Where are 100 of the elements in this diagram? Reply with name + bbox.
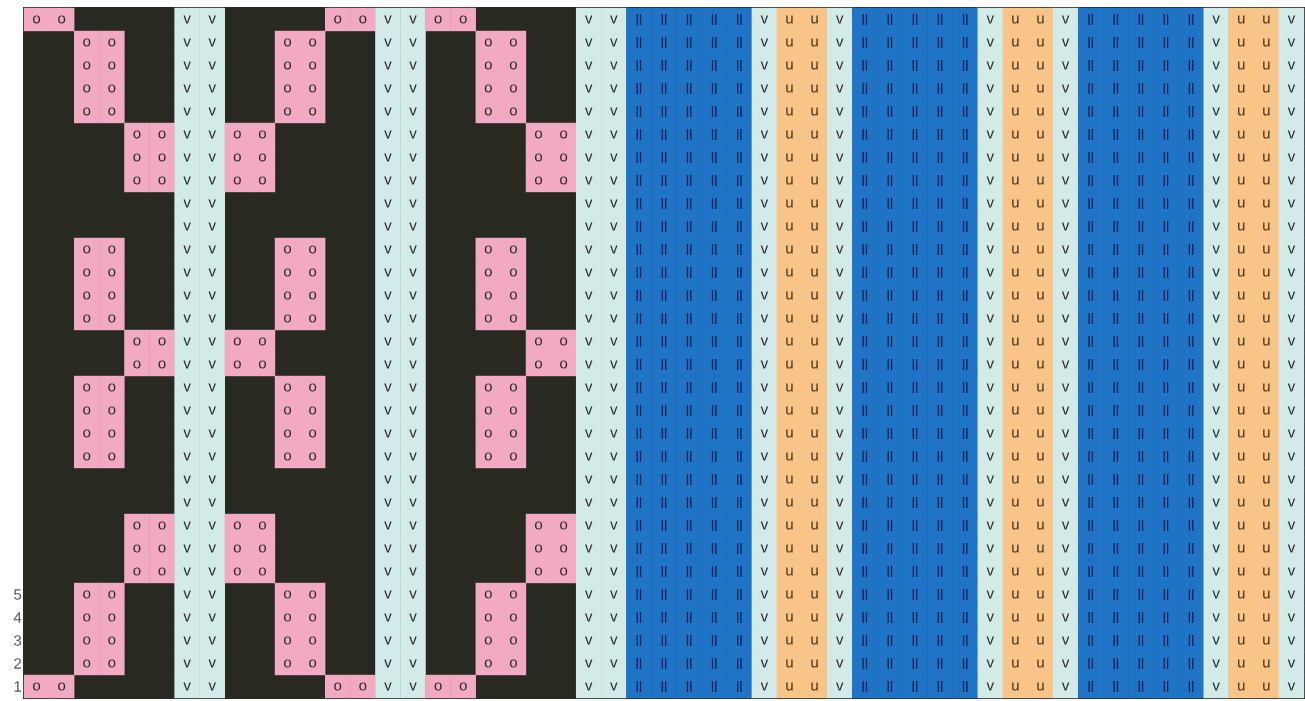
stitch-cell: ll xyxy=(676,375,702,400)
stitch-cell: ll xyxy=(1178,513,1204,538)
stitch-cell: ll xyxy=(1178,582,1204,607)
stitch-cell: ll xyxy=(651,467,677,492)
stitch-cell: ll xyxy=(676,398,702,423)
stitch-cell: ll xyxy=(1178,283,1204,308)
stitch-cell: ll xyxy=(1153,76,1179,101)
stitch-cell: v xyxy=(375,467,401,492)
stitch-cell: v xyxy=(1203,513,1229,538)
stitch-cell: ll xyxy=(852,444,878,469)
stitch-cell: ll xyxy=(927,559,953,584)
stitch-cell: ll xyxy=(877,674,903,699)
stitch-cell: ll xyxy=(626,283,652,308)
stitch-cell: v xyxy=(174,260,200,285)
stitch-cell: ll xyxy=(676,467,702,492)
stitch-cell: o xyxy=(99,76,125,101)
stitch-cell: ll xyxy=(852,237,878,262)
stitch-cell: ll xyxy=(701,605,727,630)
stitch-cell: ll xyxy=(1128,237,1154,262)
stitch-cell: v xyxy=(1203,7,1229,32)
stitch-cell: v xyxy=(375,536,401,561)
stitch-cell: ll xyxy=(902,329,928,354)
stitch-cell: v xyxy=(601,536,627,561)
stitch-cell: ll xyxy=(852,122,878,147)
stitch-cell: ll xyxy=(852,375,878,400)
stitch-cell: ll xyxy=(902,628,928,653)
stitch-cell: ll xyxy=(1128,191,1154,216)
stitch-cell: ll xyxy=(651,214,677,239)
stitch-cell: v xyxy=(375,168,401,193)
stitch-cell: ll xyxy=(1153,490,1179,515)
stitch-cell: ll xyxy=(676,237,702,262)
stitch-cell: v xyxy=(400,191,426,216)
stitch-cell: ll xyxy=(701,99,727,124)
stitch-cell: ll xyxy=(877,582,903,607)
stitch-cell: v xyxy=(375,214,401,239)
stitch-cell: ll xyxy=(1103,651,1129,676)
stitch-cell: ll xyxy=(1178,214,1204,239)
stitch-cell: v xyxy=(601,329,627,354)
stitch-cell: ll xyxy=(651,352,677,377)
stitch-cell: o xyxy=(99,30,125,55)
stitch-cell: ll xyxy=(1178,7,1204,32)
stitch-cell: o xyxy=(350,674,376,699)
stitch-cell: ll xyxy=(877,375,903,400)
stitch-cell: ll xyxy=(1103,214,1129,239)
stitch-cell: v xyxy=(400,99,426,124)
stitch-cell: v xyxy=(174,168,200,193)
stitch-cell: ll xyxy=(1178,605,1204,630)
stitch-cell: ll xyxy=(927,605,953,630)
stitch-cell: v xyxy=(601,628,627,653)
stitch-cell: ll xyxy=(701,674,727,699)
stitch-cell: ll xyxy=(676,421,702,446)
stitch-cell: v xyxy=(400,605,426,630)
stitch-cell: v xyxy=(174,122,200,147)
stitch-cell: v xyxy=(601,375,627,400)
stitch-cell: v xyxy=(375,306,401,331)
stitch-cell: ll xyxy=(1128,122,1154,147)
stitch-cell: ll xyxy=(877,421,903,446)
stitch-cell: ll xyxy=(927,651,953,676)
stitch-cell: ll xyxy=(1178,398,1204,423)
stitch-cell: v xyxy=(400,536,426,561)
stitch-cell: ll xyxy=(877,398,903,423)
stitch-cell: v xyxy=(400,375,426,400)
stitch-cell: ll xyxy=(1103,398,1129,423)
stitch-cell: ll xyxy=(952,168,978,193)
stitch-cell: v xyxy=(601,30,627,55)
stitch-cell: v xyxy=(400,628,426,653)
stitch-cell: v xyxy=(199,674,225,699)
stitch-cell: v xyxy=(400,283,426,308)
stitch-cell: v xyxy=(375,191,401,216)
stitch-cell: o xyxy=(149,168,175,193)
stitch-cell: ll xyxy=(902,30,928,55)
stitch-cell: o xyxy=(74,283,100,308)
stitch-cell: ll xyxy=(902,651,928,676)
stitch-cell: v xyxy=(199,467,225,492)
stitch-cell: ll xyxy=(626,398,652,423)
stitch-cell: ll xyxy=(1128,214,1154,239)
stitch-cell: v xyxy=(375,490,401,515)
row-number: 4 xyxy=(13,612,22,623)
stitch-cell: ll xyxy=(902,490,928,515)
stitch-cell: ll xyxy=(877,191,903,216)
stitch-cell: o xyxy=(149,559,175,584)
stitch-cell: ll xyxy=(902,559,928,584)
stitch-cell: v xyxy=(199,375,225,400)
stitch-cell: ll xyxy=(927,237,953,262)
stitch-cell: ll xyxy=(626,628,652,653)
row-number: 3 xyxy=(14,635,22,646)
stitch-cell: ll xyxy=(1178,536,1204,561)
stitch-cell: ll xyxy=(626,536,652,561)
stitch-cell: o xyxy=(74,53,100,78)
stitch-cell: v xyxy=(199,582,225,607)
stitch-cell: ll xyxy=(1128,145,1154,170)
stitch-cell: ll xyxy=(626,191,652,216)
stitch-cell: ll xyxy=(1178,191,1204,216)
stitch-cell: ll xyxy=(1178,260,1204,285)
stitch-cell: v xyxy=(199,628,225,653)
stitch-cell: v xyxy=(174,352,200,377)
stitch-cell: ll xyxy=(701,145,727,170)
stitch-cell: v xyxy=(1203,122,1229,147)
stitch-cell: v xyxy=(1203,76,1229,101)
stitch-cell: v xyxy=(1203,651,1229,676)
